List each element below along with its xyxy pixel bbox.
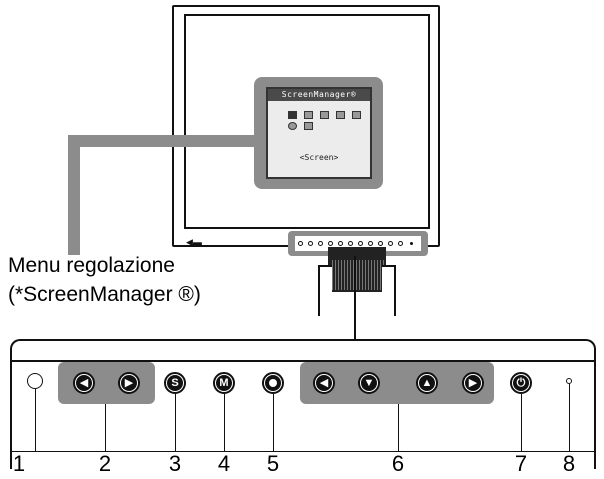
s-button[interactable]: S	[164, 372, 186, 394]
left-button[interactable]: ◀	[313, 372, 335, 394]
strip-dot	[368, 241, 373, 246]
right-arrow-icon: ▶	[465, 375, 481, 391]
osd-menu-icon	[304, 122, 313, 130]
osd-picture-icon	[320, 111, 329, 119]
osd-globe-icon	[288, 122, 297, 130]
s-button-label: S	[167, 375, 183, 391]
stand-base-right	[382, 265, 396, 323]
callout-line-5	[273, 394, 274, 452]
menu-label-line2: (*ScreenManager ®)	[8, 283, 201, 306]
osd-leader-horizontal	[68, 135, 256, 147]
callout-number-8: 8	[562, 451, 576, 476]
callout-number-3: 3	[168, 451, 182, 476]
brand-logo-icon: ◀▬	[186, 237, 202, 247]
strip-led	[410, 242, 413, 245]
callout-line-7	[521, 394, 522, 452]
stand-base-left	[318, 265, 332, 323]
strip-dot	[398, 241, 403, 246]
strip-dot	[318, 241, 323, 246]
right-button[interactable]: ▶	[462, 372, 484, 394]
volume-down-icon: ◀	[76, 375, 92, 391]
callout-number-2: 2	[98, 451, 112, 476]
m-button[interactable]: M	[213, 372, 235, 394]
osd-sound-icon	[336, 111, 345, 119]
strip-dot	[358, 241, 363, 246]
strip-dot	[378, 241, 383, 246]
callout-line-6	[398, 404, 399, 452]
osd-screen-icon	[288, 111, 297, 119]
panel-bottom-line	[10, 451, 596, 452]
osd-caption: <Screen>	[299, 153, 339, 162]
strip-dot	[328, 241, 333, 246]
button-strip	[295, 236, 421, 251]
callout-line-8	[569, 384, 570, 452]
up-arrow-icon: ▲	[419, 375, 435, 391]
callout-number-5: 5	[266, 451, 280, 476]
callout-number-6: 6	[391, 451, 405, 476]
down-button[interactable]: ▼	[358, 372, 380, 394]
osd-info-icon	[352, 111, 361, 119]
strip-dot	[338, 241, 343, 246]
strip-dot	[298, 241, 303, 246]
light-sensor	[27, 373, 43, 389]
volume-down-button[interactable]: ◀	[73, 372, 95, 394]
up-button[interactable]: ▲	[416, 372, 438, 394]
strip-dot	[308, 241, 313, 246]
strip-leader-line	[354, 256, 356, 340]
panel-divider	[12, 360, 594, 362]
strip-dot	[388, 241, 393, 246]
callout-line-4	[224, 394, 225, 452]
callout-number-7: 7	[514, 451, 528, 476]
enter-icon	[265, 375, 281, 391]
osd-color-icon	[304, 111, 313, 119]
power-icon: ⏻	[513, 375, 529, 391]
callout-line-3	[175, 394, 176, 452]
screenmanager-osd: ScreenManager® <Screen>	[266, 87, 372, 179]
left-arrow-icon: ◀	[316, 375, 332, 391]
stand-base	[318, 316, 396, 324]
callout-line-1	[35, 389, 36, 452]
osd-leader-vertical	[68, 135, 80, 255]
stand-neck-texture	[330, 260, 384, 290]
volume-up-button[interactable]: ▶	[118, 372, 140, 394]
enter-button[interactable]	[262, 372, 284, 394]
power-led	[566, 378, 572, 384]
callout-line-2	[105, 404, 106, 452]
volume-up-icon: ▶	[121, 375, 137, 391]
menu-label-line1: Menu regolazione	[8, 254, 175, 277]
control-panel	[10, 339, 596, 469]
osd-title: ScreenManager®	[268, 89, 370, 101]
m-button-label: M	[216, 375, 232, 391]
power-button[interactable]: ⏻	[510, 372, 532, 394]
strip-dot	[348, 241, 353, 246]
down-arrow-icon: ▼	[361, 375, 377, 391]
callout-number-1: 1	[12, 451, 26, 476]
callout-number-4: 4	[217, 451, 231, 476]
